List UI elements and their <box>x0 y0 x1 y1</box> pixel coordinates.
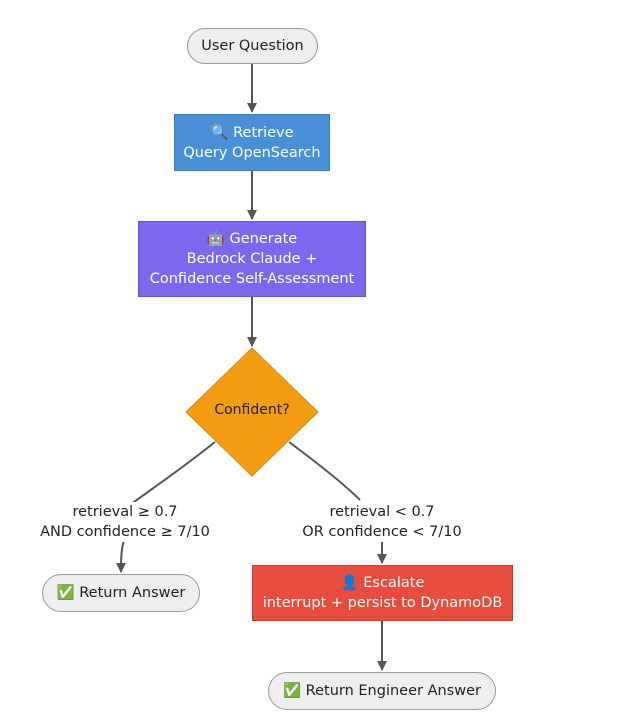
node-return-engineer-answer: ✅ Return Engineer Answer <box>268 672 496 710</box>
node-generate: 🤖 Generate Bedrock Claude + Confidence S… <box>138 221 366 297</box>
node-generate-title: 🤖 Generate <box>206 231 298 247</box>
node-escalate-subtitle: interrupt + persist to DynamoDB <box>262 595 503 611</box>
node-escalate-title: 👤 Escalate <box>340 575 425 591</box>
node-retrieve-subtitle: Query OpenSearch <box>183 144 321 161</box>
edge-label-no-line2: OR confidence < 7/10 <box>302 524 462 540</box>
node-decision-label: Confident? <box>214 402 290 418</box>
edge-label-no: retrieval < 0.7 OR confidence < 7/10 <box>292 502 472 542</box>
node-retrieve-title: 🔍 Retrieve <box>210 124 294 141</box>
edge-decision-to-escalate <box>288 441 361 501</box>
node-user-question-label: User Question <box>201 38 304 54</box>
node-escalate: 👤 Escalate interrupt + persist to Dynamo… <box>252 565 513 621</box>
node-generate-line2: Bedrock Claude + <box>186 251 318 267</box>
edge-decision-to-return-answer-tail <box>116 539 127 573</box>
edge-label-yes-line1: retrieval ≥ 0.7 <box>72 504 178 520</box>
edge-label-yes: retrieval ≥ 0.7 AND confidence ≥ 7/10 <box>30 502 220 542</box>
decision-diamond <box>185 347 319 477</box>
node-user-question: User Question <box>187 28 318 64</box>
node-generate-line3: Confidence Self-Assessment <box>149 271 355 287</box>
node-return-answer-label: ✅ Return Answer <box>56 585 186 601</box>
edge-label-no-line1: retrieval < 0.7 <box>329 504 435 520</box>
edge-label-yes-line2: AND confidence ≥ 7/10 <box>40 524 210 540</box>
node-retrieve: 🔍 Retrieve Query OpenSearch <box>174 114 330 171</box>
node-return-answer: ✅ Return Answer <box>42 574 200 612</box>
edge-decision-to-return-answer <box>129 441 216 506</box>
node-return-engineer-answer-label: ✅ Return Engineer Answer <box>283 683 481 699</box>
